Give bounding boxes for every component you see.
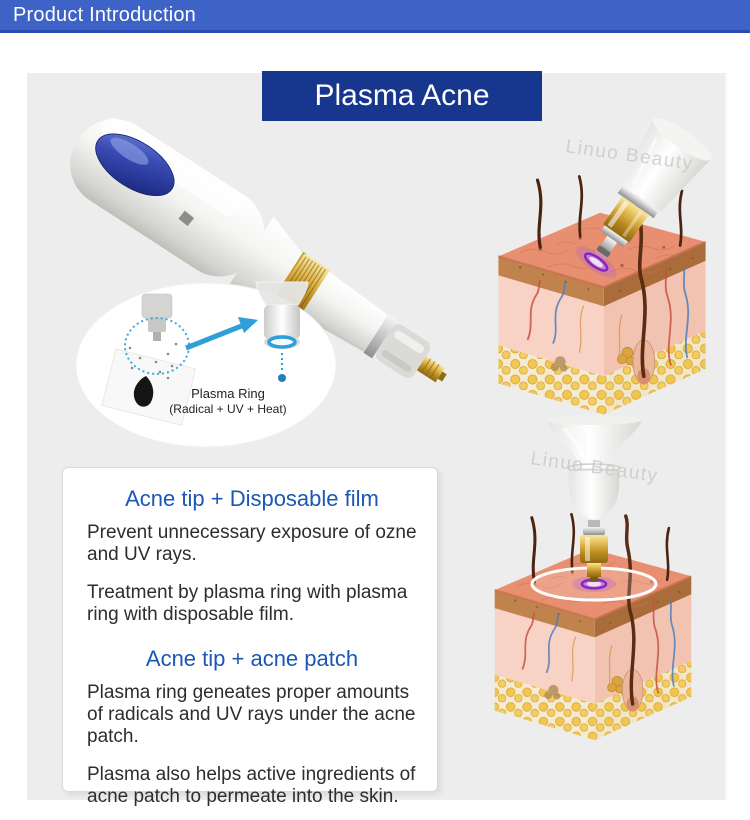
- enlarged-tip-illustration: [255, 281, 309, 382]
- pen-tip-cap: [375, 324, 431, 379]
- pen-gold-electrode: [416, 356, 445, 383]
- plasma-ring-glow: [572, 576, 616, 592]
- plasma-ring-glow: [575, 246, 617, 278]
- plasma-pen-body: [70, 117, 447, 383]
- section-heading-acne-patch: Acne tip + acne patch: [145, 646, 359, 671]
- hero-title-text: Plasma Acne: [314, 79, 490, 112]
- angled-handpiece: [575, 118, 712, 278]
- plasma-ring-inset: Plasma Ring (Radical + UV + Heat): [75, 281, 337, 448]
- comedone-illustration: [133, 376, 154, 407]
- plasma-ring-highlight: [267, 335, 297, 349]
- inset-label-line1: Plasma Ring: [191, 386, 265, 401]
- pen-mode-button: [178, 210, 195, 227]
- section-header-bar: Product Introduction: [0, 0, 750, 33]
- section-header-title: Product Introduction: [13, 4, 196, 26]
- pen-power-button: [95, 133, 175, 197]
- info-paragraph: Plasma also helps active ingredients of …: [87, 764, 416, 807]
- zoom-arrow: [185, 317, 258, 351]
- info-box: Acne tip + Disposable film Prevent unnec…: [62, 467, 438, 807]
- plasma-pen-photo: [70, 117, 447, 383]
- cone-handpiece: [546, 415, 642, 582]
- info-paragraph: Treatment by plasma ring with plasma rin…: [87, 582, 408, 625]
- info-paragraph: Plasma ring geneates proper amounts of r…: [87, 682, 416, 747]
- section-heading-disposable-film: Acne tip + Disposable film: [125, 486, 379, 511]
- small-tip-illustration: [101, 293, 197, 426]
- hero-title-box: Plasma Acne: [262, 71, 542, 121]
- inset-label-line2: (Radical + UV + Heat): [169, 402, 286, 416]
- skin-diagram-angled-tip: Linuo Beauty: [496, 118, 712, 417]
- skin-diagram-cone-tip: Linuo Beauty: [492, 415, 694, 742]
- info-paragraph: Prevent unnecessary exposure of ozne and…: [87, 522, 417, 565]
- skin-cube-illustration: [496, 174, 708, 417]
